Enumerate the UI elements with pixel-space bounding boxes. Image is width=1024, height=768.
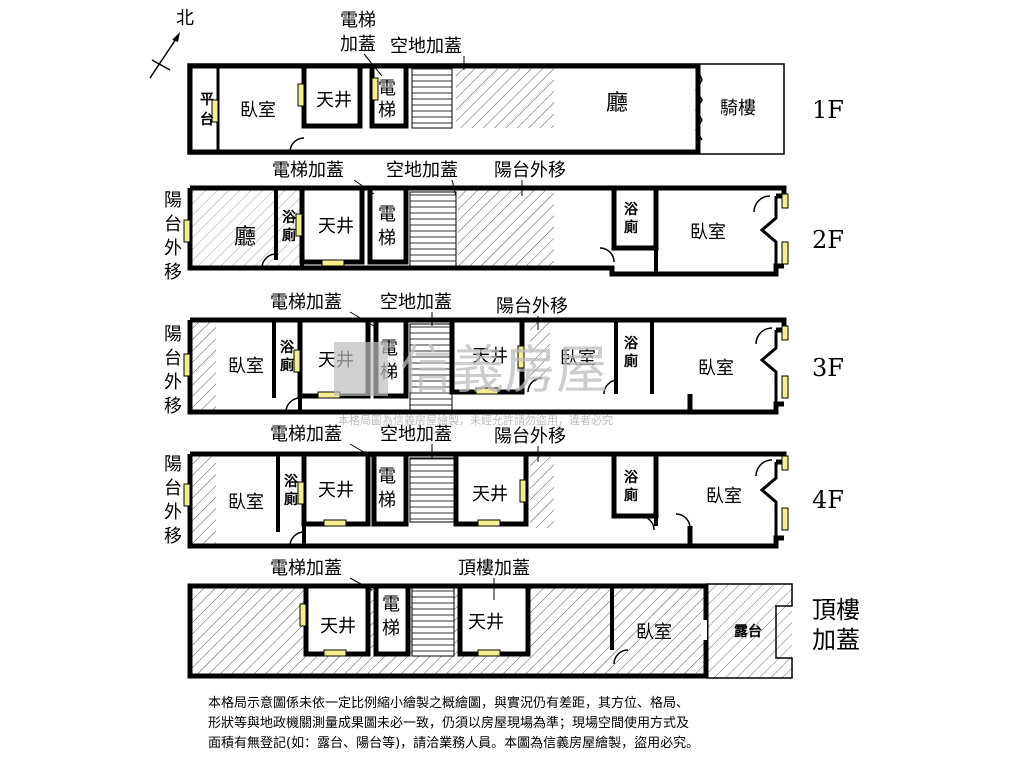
4f-annotation-elevator: 電梯加蓋 [270, 424, 342, 445]
2f-side-label-4: 移 [164, 262, 182, 283]
2f-bath-label-1: 浴 [282, 209, 297, 226]
2f-elevator-label-1: 電 [378, 204, 396, 225]
disclaimer-line-3: 面積有無登記(如：露台、陽台等)，請洽業務人員。本圖為信義房屋繪製，盜用必究。 [208, 736, 700, 751]
disclaimer-line-1: 本格局示意圖係未依一定比例縮小繪製之概繪圖，與實況仍有差距，其方位、格局、 [208, 696, 690, 711]
4f-bedroom2-label: 臥室 [706, 486, 742, 507]
4f-patio-label: 天井 [318, 480, 354, 501]
2f-annotation-elevator: 電梯加蓋 [272, 160, 344, 181]
2f-floor-label: 2F [812, 226, 844, 254]
3f-annotation-balcony: 陽台外移 [496, 296, 568, 317]
1f-elevator-label-1: 電 [378, 78, 396, 99]
1f-annotation-elevator: 電梯 [340, 10, 376, 31]
3f-bath2-label-2: 廁 [624, 353, 638, 370]
2f-side-label-1: 陽 [164, 190, 182, 211]
2f-hall-label: 廳 [234, 225, 256, 250]
compass: 北 [149, 8, 194, 79]
3f-bedroom2-label: 臥室 [560, 348, 596, 369]
disclaimer-line-2: 形狀等與地政機關測量成果圖未必一致，仍須以房屋現場為準；現場空間使用方式及 [208, 716, 690, 731]
floor-roof: 天井 電 梯 天井 臥室 露台 電梯加蓋 頂樓加蓋 頂樓 加蓋 [187, 558, 860, 679]
rf-annotation-elevator: 電梯加蓋 [270, 558, 342, 579]
disclaimer: 本格局示意圖係未依一定比例縮小繪製之概繪圖，與實況仍有差距，其方位、格局、 形狀… [208, 694, 808, 754]
floor-4f: 陽 台 外 移 臥室 浴 廁 天井 電 梯 天井 浴 廁 臥室 電梯加蓋 空地加… [164, 424, 844, 549]
1f-platform-label-1: 平 [200, 92, 214, 108]
4f-floor-label: 4F [812, 486, 844, 514]
4f-bath-label-1: 浴 [284, 473, 299, 490]
1f-patio-label: 天井 [316, 90, 352, 111]
3f-bath2-label-1: 浴 [624, 335, 639, 352]
3f-patio2-label: 天井 [472, 346, 508, 367]
2f-bath-label-2: 廁 [282, 227, 296, 244]
4f-annotation-open-space: 空地加蓋 [380, 424, 452, 445]
2f-side-label-2: 台 [164, 214, 182, 235]
3f-side-label-2: 台 [164, 348, 182, 369]
4f-bedroom1-label: 臥室 [228, 492, 264, 513]
3f-annotation-open-space: 空地加蓋 [380, 292, 452, 313]
floor-1f: 平 台 臥室 天井 電 梯 廳 騎樓 電梯 加蓋 空地加蓋 1F [187, 10, 844, 155]
brand-logo-icon [334, 342, 388, 396]
2f-annotation-open-space: 空地加蓋 [386, 160, 458, 181]
4f-annotation-balcony: 陽台外移 [494, 426, 566, 447]
4f-elevator-label-2: 梯 [378, 490, 396, 511]
3f-bedroom3-label: 臥室 [698, 358, 734, 379]
rf-bedroom-label: 臥室 [636, 622, 672, 643]
rf-floor-label-1: 頂樓 [812, 596, 860, 624]
rf-patio-label: 天井 [320, 616, 356, 637]
floor-2f: 陽 台 外 移 廳 浴 廁 天井 電 梯 浴 廁 臥室 電梯加蓋 空地加蓋 陽台… [164, 160, 844, 283]
3f-side-label-3: 外 [164, 372, 182, 393]
compass-north-label: 北 [176, 8, 194, 29]
1f-platform-label-2: 台 [200, 111, 214, 128]
4f-bath2-label-1: 浴 [624, 469, 639, 486]
1f-bedroom-label: 臥室 [240, 100, 276, 121]
1f-hall-label: 廳 [606, 91, 628, 116]
rf-terrace-label: 露台 [734, 623, 762, 640]
1f-annotation-addition: 加蓋 [340, 34, 376, 55]
watermark-caption: 本格局圖為信義房屋繪製，未經允許請勿盜用，違者必究 [338, 413, 613, 427]
4f-side-label-4: 移 [164, 526, 182, 547]
north-arrow-icon [149, 32, 180, 79]
1f-floor-label: 1F [812, 96, 844, 124]
4f-patio2-label: 天井 [472, 484, 508, 505]
2f-bedroom-label: 臥室 [690, 222, 726, 243]
rf-elevator-label-1: 電 [382, 594, 400, 615]
4f-side-label-2: 台 [164, 478, 182, 499]
rf-floor-label-2: 加蓋 [812, 626, 860, 654]
rf-elevator-label-2: 梯 [382, 618, 400, 639]
2f-bath2-label-2: 廁 [624, 219, 638, 236]
3f-bath-label-2: 廁 [280, 357, 294, 374]
4f-bath-label-2: 廁 [284, 491, 298, 508]
4f-elevator-label-1: 電 [378, 466, 396, 487]
3f-bath-label-1: 浴 [280, 339, 295, 356]
rf-annotation-roof: 頂樓加蓋 [458, 558, 530, 579]
2f-annotation-balcony: 陽台外移 [494, 160, 566, 181]
3f-side-label-1: 陽 [164, 324, 182, 345]
2f-elevator-label-2: 梯 [378, 228, 396, 249]
1f-elevator-label-2: 梯 [378, 100, 396, 121]
4f-bath2-label-2: 廁 [624, 487, 638, 504]
1f-annotation-open-space: 空地加蓋 [390, 36, 462, 57]
4f-side-label-3: 外 [164, 502, 182, 523]
floor-3f: 陽 台 外 移 臥室 浴 廁 天井 電 梯 天井 臥室 浴 廁 臥室 電梯加蓋 … [164, 292, 844, 417]
2f-patio-label: 天井 [318, 216, 354, 237]
1f-arcade-label: 騎樓 [720, 98, 756, 119]
watermark-brand: 信義房屋 [400, 341, 608, 401]
rf-patio2-label: 天井 [468, 612, 504, 633]
2f-side-label-3: 外 [164, 238, 182, 259]
4f-side-label-1: 陽 [164, 454, 182, 475]
3f-bedroom1-label: 臥室 [228, 356, 264, 377]
3f-side-label-4: 移 [164, 396, 182, 417]
watermark: 信義房屋 本格局圖為信義房屋繪製，未經允許請勿盜用，違者必究 [334, 341, 613, 427]
3f-annotation-elevator: 電梯加蓋 [270, 292, 342, 313]
2f-bath2-label-1: 浴 [624, 201, 639, 218]
3f-floor-label: 3F [812, 354, 844, 382]
